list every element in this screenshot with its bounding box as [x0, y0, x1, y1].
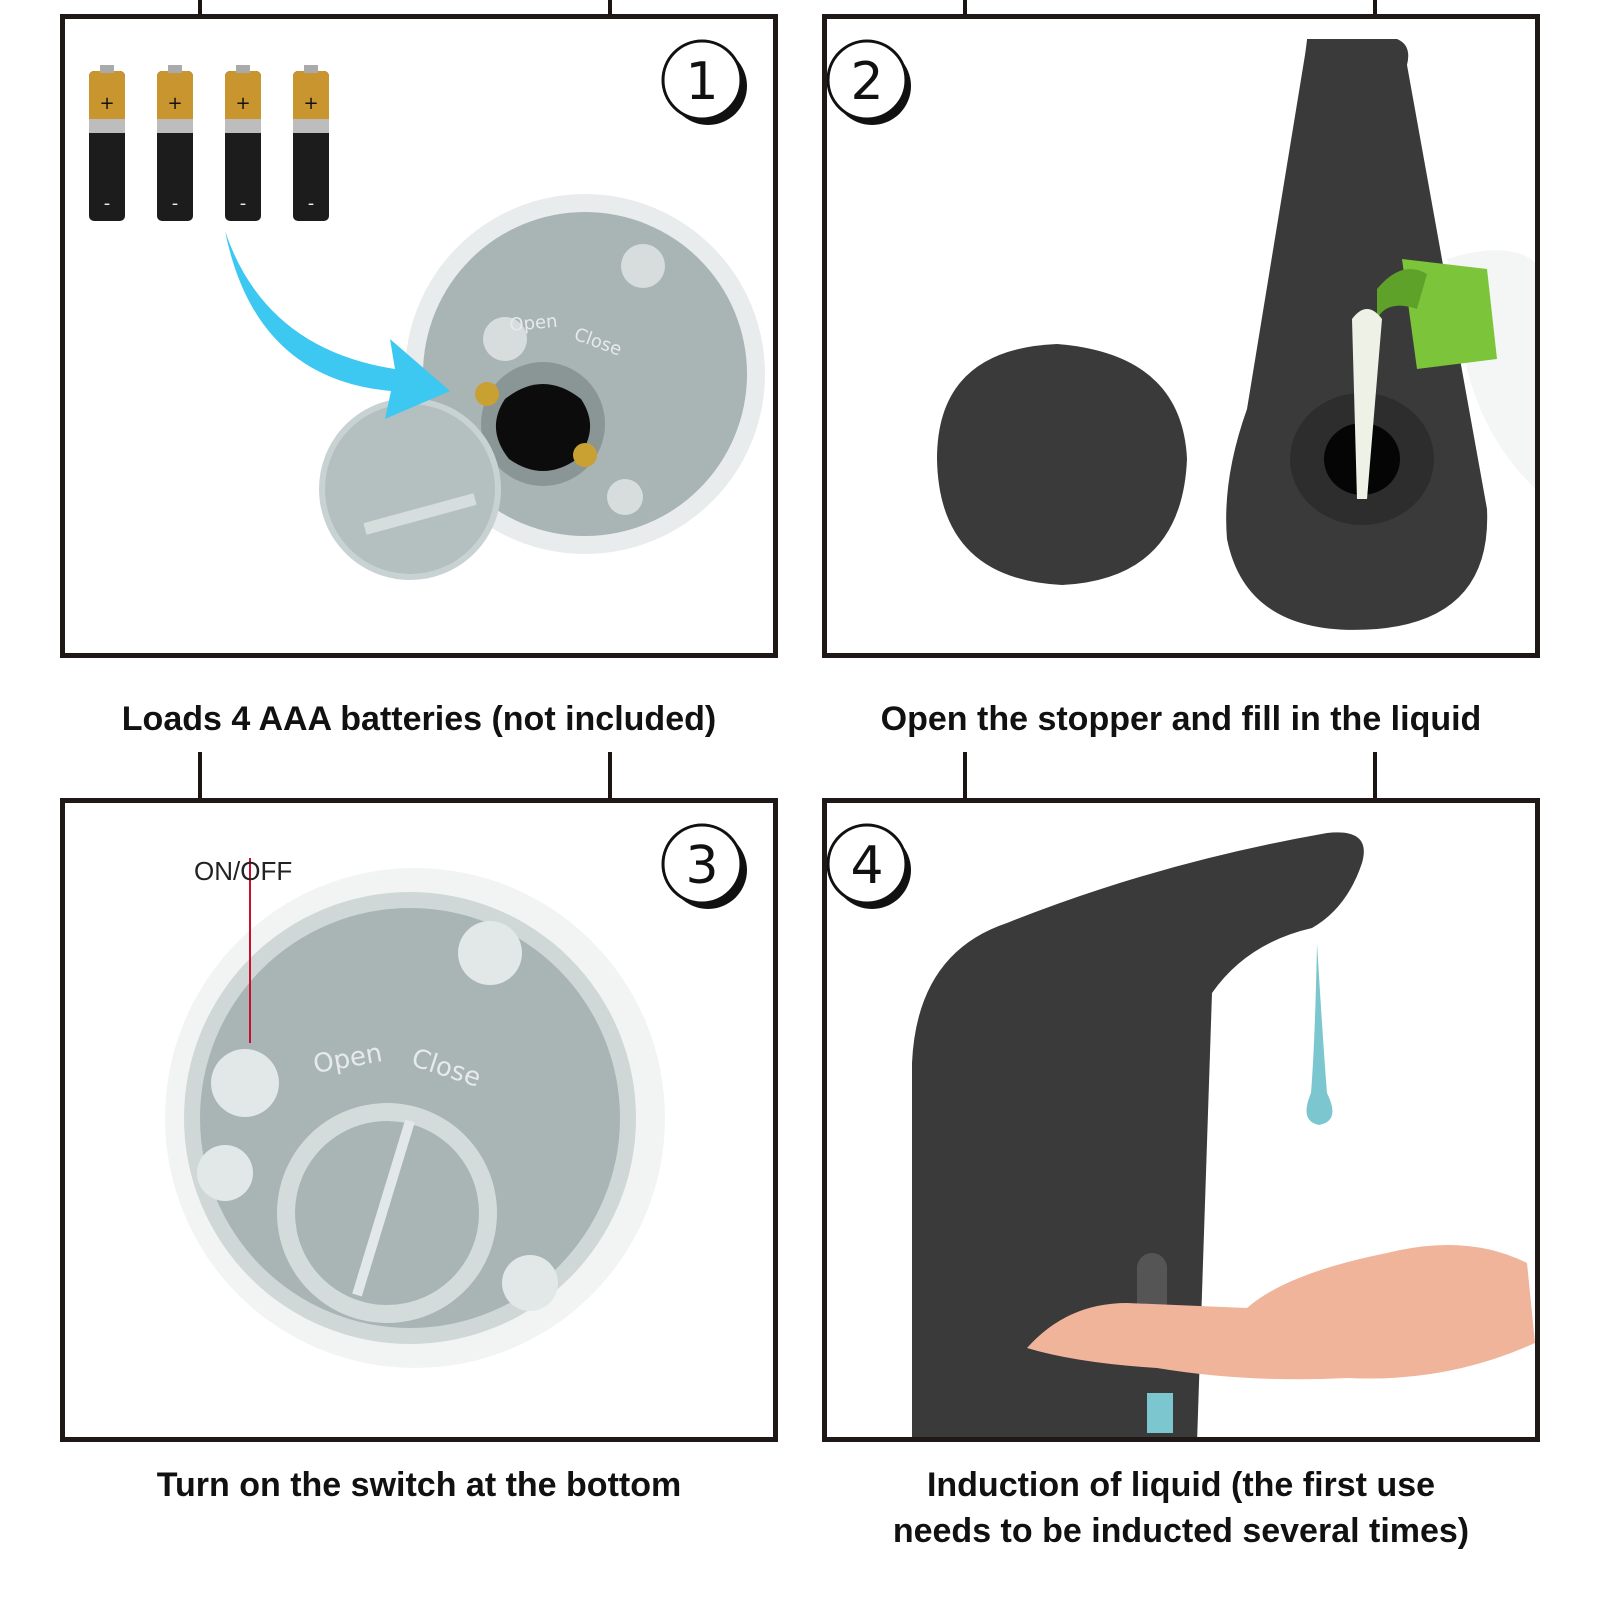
- battery-icon: + -: [225, 65, 261, 221]
- arrow-icon: [225, 231, 450, 419]
- hand-icon: [1027, 1245, 1535, 1380]
- svg-text:-: -: [104, 193, 111, 214]
- hang-line: [963, 752, 967, 800]
- power-icon: [211, 1049, 279, 1117]
- battery-icon: + -: [157, 65, 193, 221]
- step-4-panel: 4: [822, 798, 1540, 1442]
- hang-line: [198, 0, 202, 16]
- power-icon: [483, 317, 527, 361]
- hang-line: [198, 752, 202, 800]
- step-2-caption: Open the stopper and fill in the liquid: [880, 700, 1482, 738]
- step-number: 2: [850, 52, 883, 112]
- bottle-cap: [1402, 259, 1497, 369]
- step-3-caption: Turn on the switch at the bottom: [156, 1466, 682, 1504]
- svg-text:-: -: [172, 193, 179, 214]
- svg-text:+: +: [303, 93, 318, 114]
- step-3-illustration: 3 Open Close: [165, 823, 747, 1368]
- step-number: 1: [685, 52, 718, 112]
- step-1-caption: Loads 4 AAA batteries (not included): [121, 700, 717, 738]
- battery-icon: + -: [89, 65, 125, 221]
- battery-icon: + -: [293, 65, 329, 221]
- step-1-panel: + - + - + - + -: [60, 14, 778, 658]
- battery-cover: [319, 398, 501, 580]
- step-number: 3: [685, 836, 718, 896]
- svg-text:-: -: [308, 193, 315, 214]
- dispenser-body: [912, 832, 1364, 1437]
- step-number: 4: [850, 836, 883, 896]
- step-2-panel: 2: [822, 14, 1540, 658]
- step-2-illustration: 2: [827, 39, 1535, 630]
- step-1-illustration: + - + - + - + -: [89, 39, 765, 580]
- hang-line: [1373, 752, 1377, 800]
- hang-line: [608, 0, 612, 16]
- svg-text:+: +: [235, 93, 250, 114]
- hang-line: [608, 752, 612, 800]
- svg-text:-: -: [240, 193, 247, 214]
- stopper: [937, 344, 1187, 585]
- switch-label: ON/OFF: [194, 856, 293, 886]
- drop-icon: [1306, 943, 1333, 1125]
- liquid-stream: [1352, 309, 1382, 499]
- svg-text:+: +: [99, 93, 114, 114]
- step-4-illustration: 4: [827, 823, 1535, 1437]
- hang-line: [1373, 0, 1377, 16]
- step-3-panel: 3 Open Close: [60, 798, 778, 1442]
- hang-line: [963, 0, 967, 16]
- dispenser-base: Open Close: [405, 194, 765, 554]
- svg-text:Open: Open: [509, 311, 559, 336]
- step-4-caption: Induction of liquid (the first use needs…: [892, 1466, 1470, 1550]
- svg-text:+: +: [167, 93, 182, 114]
